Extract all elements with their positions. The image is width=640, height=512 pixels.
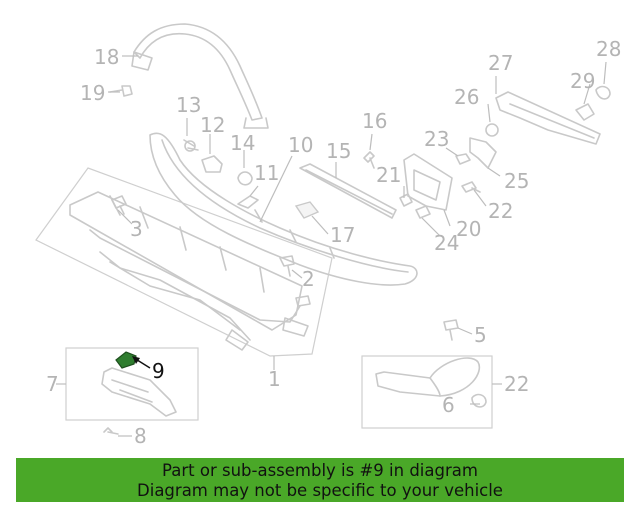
- callout-4: 22: [504, 372, 529, 396]
- banner-line-2: Diagram may not be specific to your vehi…: [137, 481, 503, 500]
- callout-23: 23: [424, 127, 449, 151]
- banner-line-1: Part or sub-assembly is #9 in diagram: [162, 461, 478, 480]
- callout-20: 20: [456, 217, 481, 241]
- callout-11: 11: [254, 161, 279, 185]
- callout-9: 9: [152, 359, 165, 383]
- callout-1: 1: [268, 367, 281, 391]
- strip-part-15: [299, 163, 397, 219]
- lower-right-panel: [361, 355, 493, 429]
- bolt-part-16: [363, 151, 375, 169]
- callout-14: 14: [230, 131, 255, 155]
- callout-26: 26: [454, 85, 479, 109]
- callout-29: 29: [570, 69, 595, 93]
- callout-18: 18: [94, 45, 119, 69]
- bolt-part-8: [103, 427, 119, 435]
- bolt-part-2b: [295, 295, 311, 307]
- callout-8: 8: [134, 424, 147, 448]
- callout-24: 24: [434, 231, 459, 255]
- clip-part-6: [471, 393, 487, 408]
- callout-17: 17: [330, 223, 355, 247]
- callout-labels: 18 19 13 12 14 11 10 15 16 17 3 2 1 7 8 …: [46, 37, 621, 448]
- bolt-part-3: [111, 195, 127, 215]
- arrow-9: [132, 356, 140, 364]
- callout-21: 21: [376, 163, 401, 187]
- bolt-part-5: [443, 319, 459, 341]
- leader-lines: [56, 55, 607, 437]
- parts-diagram: 18 19 13 12 14 11 10 15 16 17 3 2 1 7 8 …: [35, 23, 621, 448]
- info-banner: Part or sub-assembly is #9 in diagram Di…: [16, 458, 624, 502]
- block-part-17: [294, 201, 320, 219]
- callout-10: 10: [288, 133, 313, 157]
- callout-5: 5: [474, 323, 487, 347]
- bumper-beam-assembly: [35, 167, 333, 357]
- callout-6: 6: [442, 393, 455, 417]
- callout-25: 25: [504, 169, 529, 193]
- bolt-part-2: [279, 255, 295, 277]
- callout-3: 3: [130, 217, 143, 241]
- small-hardware-left: [183, 139, 259, 209]
- callout-12: 12: [200, 113, 225, 137]
- bolt-part-19: [109, 85, 133, 97]
- upper-rod-part: [131, 23, 269, 129]
- callout-7: 7: [46, 372, 59, 396]
- upper-right-bracket: [485, 85, 611, 145]
- callout-15: 15: [326, 139, 351, 163]
- callout-16: 16: [362, 109, 387, 133]
- callout-27: 27: [488, 51, 513, 75]
- clip-part-9-highlight: [115, 351, 137, 369]
- callout-22: 22: [488, 199, 513, 223]
- callout-13: 13: [176, 93, 201, 117]
- callout-19: 19: [80, 81, 105, 105]
- callout-2: 2: [302, 267, 315, 291]
- callout-28: 28: [596, 37, 621, 61]
- bumper-trim-strip: [149, 132, 418, 286]
